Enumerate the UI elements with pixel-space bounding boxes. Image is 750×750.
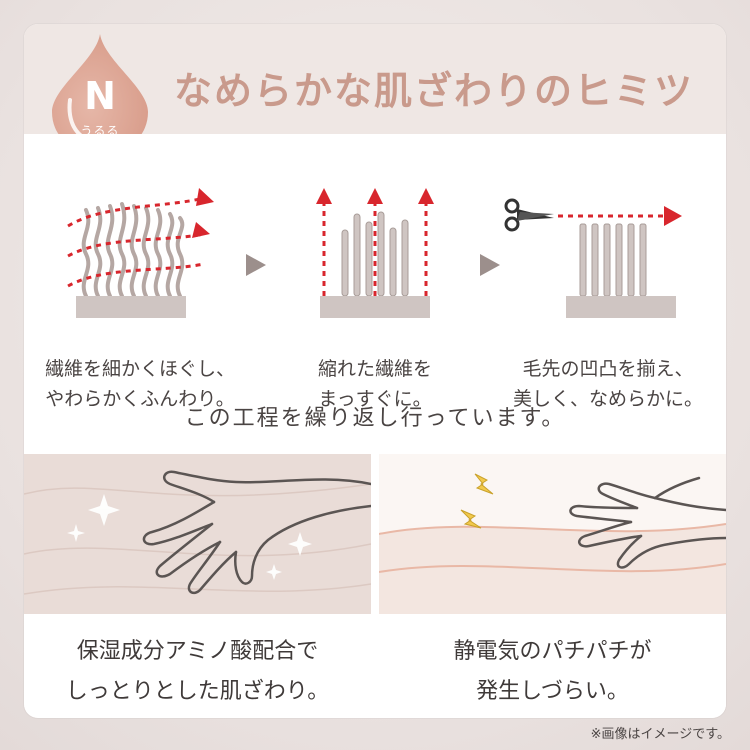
repeat-note: この工程を繰り返し行っています。: [184, 406, 566, 431]
step-caption-2: 縮れた繊維を まっすぐに。: [317, 358, 432, 410]
image-note: ※画像はイメージです。: [590, 727, 730, 742]
step-arrow-2: [480, 254, 500, 276]
scissors-icon: [504, 198, 554, 232]
straighten-fibers-illustration: [316, 188, 434, 318]
moisture-text: 保湿成分アミノ酸配合で しっとりとした肌ざわり。: [24, 614, 371, 718]
hand-static-illustration: [379, 473, 726, 614]
loosen-fibers-illustration: [67, 188, 214, 318]
hand-on-fabric-illustration: [24, 470, 371, 595]
badge-letter: N: [84, 74, 116, 118]
header-band: N うるる なめらかな肌ざわりのヒミツ: [24, 24, 726, 154]
page-title: なめらかな肌ざわりのヒミツ: [174, 69, 695, 113]
moisture-panel: 保湿成分アミノ酸配合で しっとりとした肌ざわり。: [24, 454, 371, 718]
spark-icon-1: [474, 473, 494, 495]
step-caption-3: 毛先の凹凸を揃え、 美しく、なめらかに。: [512, 358, 703, 410]
step-arrow-1: [246, 254, 266, 276]
trim-fibers-illustration: [504, 198, 682, 318]
step-caption-1: 繊維を細かくほぐし、 やわらかくふんわり。: [44, 358, 235, 410]
process-section: 繊維を細かくほぐし、 やわらかくふんわり。 縮れた繊維を まっすぐに。 毛先の凹…: [24, 134, 726, 450]
static-text: 静電気のパチパチが 発生しづらい。: [379, 614, 726, 718]
spark-icon-2: [460, 509, 482, 529]
static-panel: 静電気のパチパチが 発生しづらい。: [379, 454, 726, 718]
info-card: N うるる なめらかな肌ざわりのヒミツ: [24, 24, 726, 718]
